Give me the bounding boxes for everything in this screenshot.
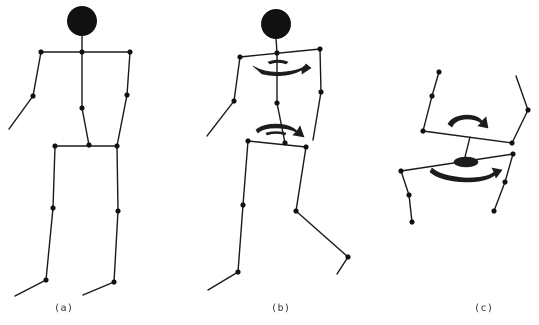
curved-rotation-arrow-icon: [256, 124, 304, 137]
curved-rotation-arrow-icon: [253, 60, 311, 76]
joint-c-right-ankle: [491, 208, 496, 213]
skeleton-b-joints: [231, 46, 350, 274]
caption-panel-a: (a): [54, 303, 74, 314]
bone-b-shoulders: [240, 49, 320, 57]
joint-a-neck: [79, 49, 84, 54]
bone-a-right-shin: [114, 211, 118, 282]
joint-a-left-elbow: [30, 93, 35, 98]
joint-b-left-elbow: [231, 98, 236, 103]
joint-b-left-shoulder: [237, 54, 242, 59]
bone-a-left-forearm: [9, 96, 33, 129]
bone-c-left-shin: [409, 195, 412, 222]
curved-rotation-arrow-icon: [448, 115, 488, 128]
joint-c-right-shoulder: [509, 140, 514, 145]
joint-c-left-elbow: [429, 93, 434, 98]
joint-b-neck: [274, 50, 279, 55]
joint-c-right-elbow: [525, 107, 530, 112]
skeleton-c-joints: [398, 69, 530, 224]
bone-b-spine-lower: [277, 103, 285, 143]
joint-a-left-ankle: [43, 277, 48, 282]
joint-c-left-knee: [406, 192, 411, 197]
bone-a-right-thigh: [117, 146, 118, 211]
joint-b-left-hip: [245, 138, 250, 143]
skeleton-c: [398, 69, 530, 224]
joint-b-right-knee: [293, 208, 298, 213]
bone-c-spine: [465, 137, 470, 157]
joint-b-right-shoulder: [317, 46, 322, 51]
joint-a-right-ankle: [111, 279, 116, 284]
bone-c-right-shin: [494, 182, 505, 211]
joint-c-left-hip: [398, 168, 403, 173]
head-a: [67, 6, 97, 36]
bone-a-right-foot: [83, 282, 114, 295]
bone-b-left-foot: [208, 272, 238, 290]
bone-a-right-upper-arm: [127, 52, 130, 95]
skeleton-b: [207, 9, 351, 290]
skeleton-a: [9, 6, 133, 296]
bone-c-right-forearm: [516, 76, 528, 110]
bone-b-left-forearm: [207, 101, 234, 136]
joint-a-spine: [79, 105, 84, 110]
joint-a-right-knee: [115, 208, 120, 213]
joint-a-left-knee: [50, 205, 55, 210]
bone-a-spine-lower: [82, 108, 89, 145]
joint-b-left-ankle: [235, 269, 240, 274]
joint-a-pelvis: [86, 142, 91, 147]
bone-c-right-upper-arm: [512, 110, 528, 143]
joint-a-right-shoulder: [127, 49, 132, 54]
joint-c-right-hip: [510, 151, 515, 156]
bone-a-left-foot: [15, 280, 46, 296]
bone-b-left-shin: [238, 205, 243, 272]
joint-a-right-elbow: [124, 92, 129, 97]
joint-a-left-hip: [52, 143, 57, 148]
joint-c-left-hand: [436, 69, 441, 74]
bone-c-left-forearm: [432, 72, 439, 96]
joint-a-right-hip: [114, 143, 119, 148]
joint-b-pelvis: [282, 140, 287, 145]
curved-rotation-arrow-icon: [430, 157, 502, 182]
bone-b-right-shin: [296, 211, 348, 257]
caption-panel-b: (b): [271, 303, 291, 314]
bone-b-left-thigh: [243, 141, 248, 205]
bone-b-right-thigh: [296, 147, 306, 211]
bone-c-left-upper-arm: [423, 96, 432, 131]
joint-b-left-knee: [240, 202, 245, 207]
joint-b-right-hip: [303, 144, 308, 149]
joint-c-right-knee: [502, 179, 507, 184]
bone-c-left-thigh: [401, 171, 409, 195]
bone-a-left-shin: [46, 208, 53, 280]
joint-c-left-shoulder: [420, 128, 425, 133]
bone-a-right-forearm: [117, 95, 127, 146]
bone-c-shoulders: [423, 131, 512, 143]
caption-panel-c: (c): [474, 303, 494, 314]
skeleton-a-bones: [9, 36, 130, 296]
bone-b-right-foot: [337, 257, 348, 274]
bone-b-right-upper-arm: [320, 49, 321, 92]
joint-b-right-elbow: [318, 89, 323, 94]
joint-a-left-shoulder: [38, 49, 43, 54]
skeleton-c-bones: [401, 72, 528, 222]
bone-a-left-upper-arm: [33, 52, 41, 96]
bone-a-left-thigh: [53, 146, 55, 208]
bone-c-right-thigh: [505, 154, 513, 182]
pelvis-blob: [454, 157, 478, 167]
joint-b-right-ankle: [345, 254, 350, 259]
bone-b-left-upper-arm: [234, 57, 240, 101]
joint-b-spine: [274, 100, 279, 105]
bone-b-right-forearm: [313, 92, 321, 140]
head-b: [261, 9, 291, 39]
bone-b-hips: [248, 141, 306, 147]
joint-c-left-ankle: [409, 219, 414, 224]
